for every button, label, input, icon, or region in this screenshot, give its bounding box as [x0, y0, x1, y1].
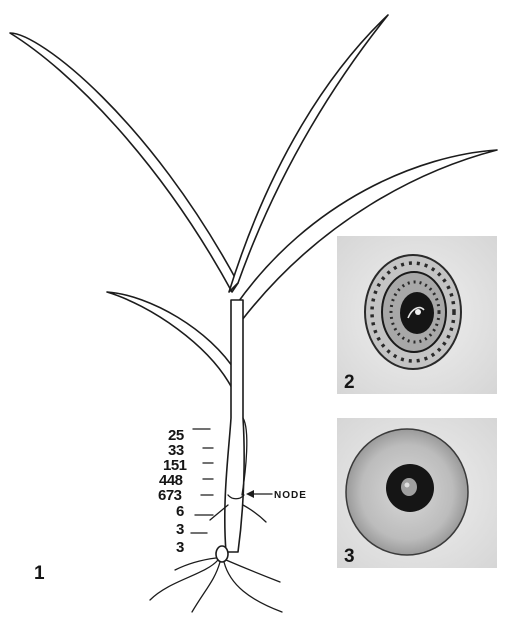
- leaf-upper-left: [10, 33, 238, 292]
- scale-value-6: 6: [176, 503, 184, 520]
- panel-label-3: 3: [344, 546, 355, 567]
- node-label: NODE: [274, 490, 307, 501]
- section-3-pith-dot: [405, 483, 410, 488]
- section-3-pith: [401, 478, 417, 496]
- scale-value-8: 3: [176, 539, 184, 556]
- node-arrowhead: [246, 490, 254, 498]
- panel-label-2: 2: [344, 372, 355, 393]
- stem: [225, 300, 244, 552]
- panel-label-1: 1: [34, 563, 45, 584]
- section-2-pith: [415, 309, 421, 315]
- scale-ticks: [191, 429, 213, 533]
- scale-value-7: 3: [176, 521, 184, 538]
- scale-value-5: 673: [158, 487, 182, 504]
- leaf-lower-left: [107, 292, 236, 390]
- cross-section-photo-upper: 2: [337, 236, 497, 394]
- cross-section-photo-lower: 3: [337, 418, 497, 568]
- roots: [150, 558, 282, 612]
